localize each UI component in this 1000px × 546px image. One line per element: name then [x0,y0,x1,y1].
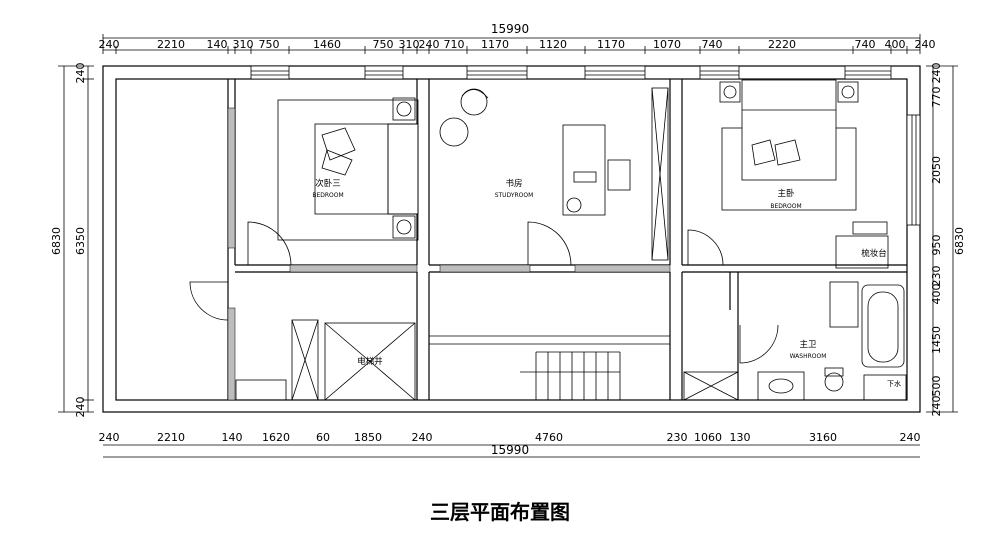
right-dim-8: 240 [930,396,943,417]
right-dim-2: 2050 [930,156,943,184]
nightstand [719,81,741,103]
room-label-washroom-en: WASHROOM [790,353,827,360]
top-dim-8: 240 [419,38,440,51]
room-label-study-en: STUDYROOM [495,192,534,199]
top-dim-4: 750 [259,38,280,51]
elevator-shaft [324,322,416,401]
room-label-bedroom3-en: BEDROOM [312,192,343,199]
top-dim-3: 310 [233,38,254,51]
room-label-drain: 下水 [887,379,901,388]
drawing-title: 三层平面布置图 [430,500,570,524]
top-dim-11: 1120 [539,38,567,51]
top-dim-1: 2210 [157,38,185,51]
bottom-total-dimension: 15990 [491,443,529,457]
top-dim-5: 1460 [313,38,341,51]
study-bookshelf [651,87,669,261]
study-chair [607,159,631,191]
bedroom3-bed [314,123,419,215]
top-dim-7: 310 [399,38,420,51]
left-dim-1: 6350 [74,227,87,255]
top-dim-13: 1070 [653,38,681,51]
top-dim-12: 1170 [597,38,625,51]
bottom-dim-0: 240 [99,431,120,444]
master-bed [741,79,837,181]
vanity-mirror [852,221,888,235]
room-label-study: 书房 [505,178,522,189]
top-dim-0: 240 [99,38,120,51]
bottom-dim-9: 1060 [694,431,722,444]
elevator-and-stairs [235,319,621,401]
room-labels: 次卧三 BEDROOM 书房 STUDYROOM 主卧 BEDROOM 梳妆台 … [312,178,901,388]
top-dim-6: 750 [373,38,394,51]
vanity-table [835,235,889,269]
elevator-cabinet [291,319,319,401]
right-dim-3: 950 [930,235,943,256]
windows [250,65,921,226]
room-label-master: 主卧 [777,188,795,199]
interior-walls [227,79,907,401]
right-total-dimension: 6830 [953,227,966,255]
bottom-dim-7: 4760 [535,431,563,444]
right-dimension-group: 6830 240 770 2050 950 230 400 1450 500 2… [926,63,966,417]
stair-treads [520,351,621,400]
room-label-bedroom3: 次卧三 [315,178,341,189]
top-dimension-group: 15990 240 2210 140 310 750 1460 750 310 … [99,22,936,54]
toilet-bowl [824,372,844,392]
bottom-dimension-group: 15990 240 2210 140 1620 60 1850 240 4760… [99,431,921,458]
nightstand [392,215,416,239]
bottom-dim-10: 130 [730,431,751,444]
right-dim-5: 400 [930,284,943,305]
room-label-washroom: 主卫 [799,339,817,350]
room-label-elevator: 电梯井 [357,356,383,367]
top-dim-16: 740 [855,38,876,51]
bath-fixtures [683,281,907,401]
bottom-dim-3: 1620 [262,431,290,444]
washbasin [757,371,805,401]
top-total-dimension: 15990 [491,22,529,36]
master-furniture [719,79,889,269]
top-dim-9: 710 [444,38,465,51]
bedroom3-furniture [277,97,419,241]
bathtub [861,284,905,368]
left-dimension-group: 6830 240 6350 240 [50,63,94,418]
left-dim-2: 240 [74,397,87,418]
top-dim-15: 2220 [768,38,796,51]
top-dim-2: 140 [207,38,228,51]
bottom-dim-8: 230 [667,431,688,444]
right-dim-6: 1450 [930,326,943,354]
room-label-vanity: 梳妆台 [861,248,887,259]
bottom-dim-5: 1850 [354,431,382,444]
bath-cabinet [683,371,739,401]
top-dim-10: 1170 [481,38,509,51]
bottom-dim-12: 240 [900,431,921,444]
bottom-dim-4: 60 [316,431,330,444]
left-total-dimension: 6830 [50,227,63,255]
nightstand [837,81,859,103]
bottom-dim-11: 3160 [809,431,837,444]
bottom-dim-2: 140 [222,431,243,444]
right-dim-0: 240 [930,63,943,84]
nightstand [392,97,416,121]
right-dim-4: 230 [930,266,943,287]
doors [189,221,779,364]
top-dim-18: 240 [915,38,936,51]
study-furniture [439,87,669,261]
top-dimension-labels: 240 2210 140 310 750 1460 750 310 240 71… [99,38,936,51]
study-desk [562,124,606,216]
top-dim-17: 400 [885,38,906,51]
right-dim-7: 500 [930,376,943,397]
shower-corner [829,281,859,328]
bottom-dim-6: 240 [412,431,433,444]
bottom-dim-1: 2210 [157,431,185,444]
top-dim-14: 740 [702,38,723,51]
left-dim-0: 240 [74,63,87,84]
right-dim-1: 770 [930,87,943,108]
room-label-master-en: BEDROOM [770,203,801,210]
